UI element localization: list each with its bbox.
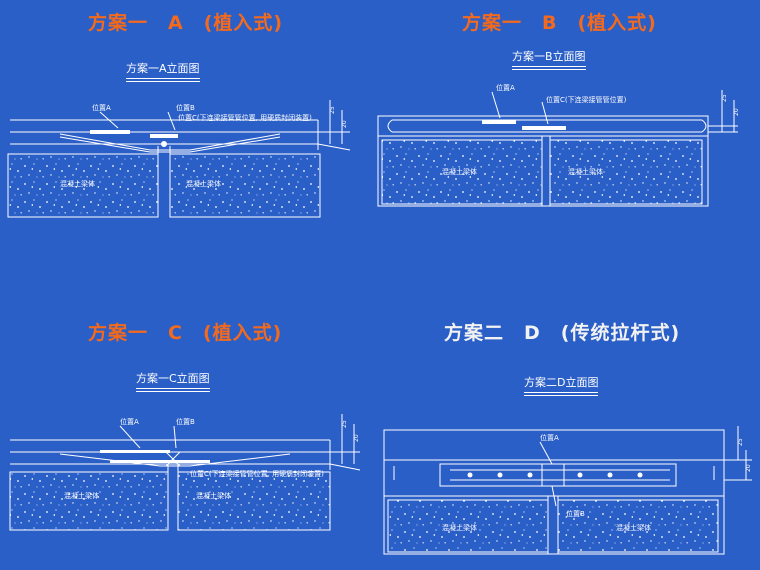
- panel-d-drawing: 位置A 位置B 混凝土梁体 混凝土梁体 25 20: [383, 426, 752, 555]
- panel-d-concrete-left: 混凝土梁体: [442, 523, 477, 532]
- panel-b-concrete-left: 混凝土梁体: [442, 167, 477, 176]
- panel-c-concrete-left: 混凝土梁体: [64, 491, 99, 500]
- panel-b-dim-1: 25: [721, 94, 728, 102]
- panel-c-pos-a-label: 位置A: [120, 417, 139, 426]
- panel-b-subtitle: 方案一B立面图: [512, 48, 586, 70]
- panel-d-pos-b-label: 位置B: [566, 509, 585, 518]
- panel-a-pos-a-label: 位置A: [92, 103, 111, 112]
- panel-c-pos-b-label: 位置B: [176, 417, 195, 426]
- panel-c-heading: 方案一 C (植入式): [88, 322, 283, 344]
- panel-c-subtitle: 方案一C立面图: [136, 370, 210, 392]
- panel-c-dim-2: 20: [353, 434, 360, 442]
- panel-a-concrete-left: 混凝土梁体: [60, 179, 95, 188]
- panel-a-dim-1: 25: [329, 106, 336, 114]
- panel-d-subtitle: 方案二D立面图: [524, 374, 599, 396]
- panel-a-heading: 方案一 A (植入式): [88, 12, 284, 34]
- panel-a-dim-2: 20: [341, 120, 348, 128]
- panel-d-concrete-right: 混凝土梁体: [616, 523, 651, 532]
- panel-a-drawing: 位置A 位置B 位置C(下连梁接管管位置, 用硬质封闭装置) 混凝土梁体 混凝土…: [7, 100, 351, 218]
- panel-c-pos-c-label: 位置C(下连梁接管管位置, 用硬质封闭装置): [190, 469, 324, 478]
- panel-b-dim-2: 20: [733, 108, 740, 116]
- panel-d-heading: 方案二 D (传统拉杆式): [444, 322, 681, 344]
- panel-a-pos-b-label: 位置B: [176, 103, 195, 112]
- panel-d-dim-1: 25: [737, 438, 744, 446]
- panel-d-pos-a-label: 位置A: [540, 433, 559, 442]
- panel-a-pos-c-label: 位置C(下连梁接管管位置, 用硬质封闭装置): [178, 113, 312, 122]
- panel-b-drawing: 位置A 位置C(下连梁接管管位置) 混凝土梁体 混凝土梁体 25 20: [377, 83, 740, 207]
- panel-c-concrete-right: 混凝土梁体: [196, 491, 231, 500]
- panel-a-subtitle: 方案一A立面图: [126, 60, 200, 82]
- panel-a-concrete-right: 混凝土梁体: [186, 179, 221, 188]
- panel-c-drawing: 位置A 位置B 位置C(下连梁接管管位置, 用硬质封闭装置) 混凝土梁体 混凝土…: [9, 414, 361, 531]
- panel-d-dim-2: 20: [745, 464, 752, 472]
- panel-b-pos-c-label: 位置C(下连梁接管管位置): [546, 95, 627, 104]
- panel-b-concrete-right: 混凝土梁体: [568, 167, 603, 176]
- panel-b-heading: 方案一 B (植入式): [462, 12, 657, 34]
- panel-c-dim-1: 25: [341, 420, 348, 428]
- panel-b-pos-a-label: 位置A: [496, 83, 515, 92]
